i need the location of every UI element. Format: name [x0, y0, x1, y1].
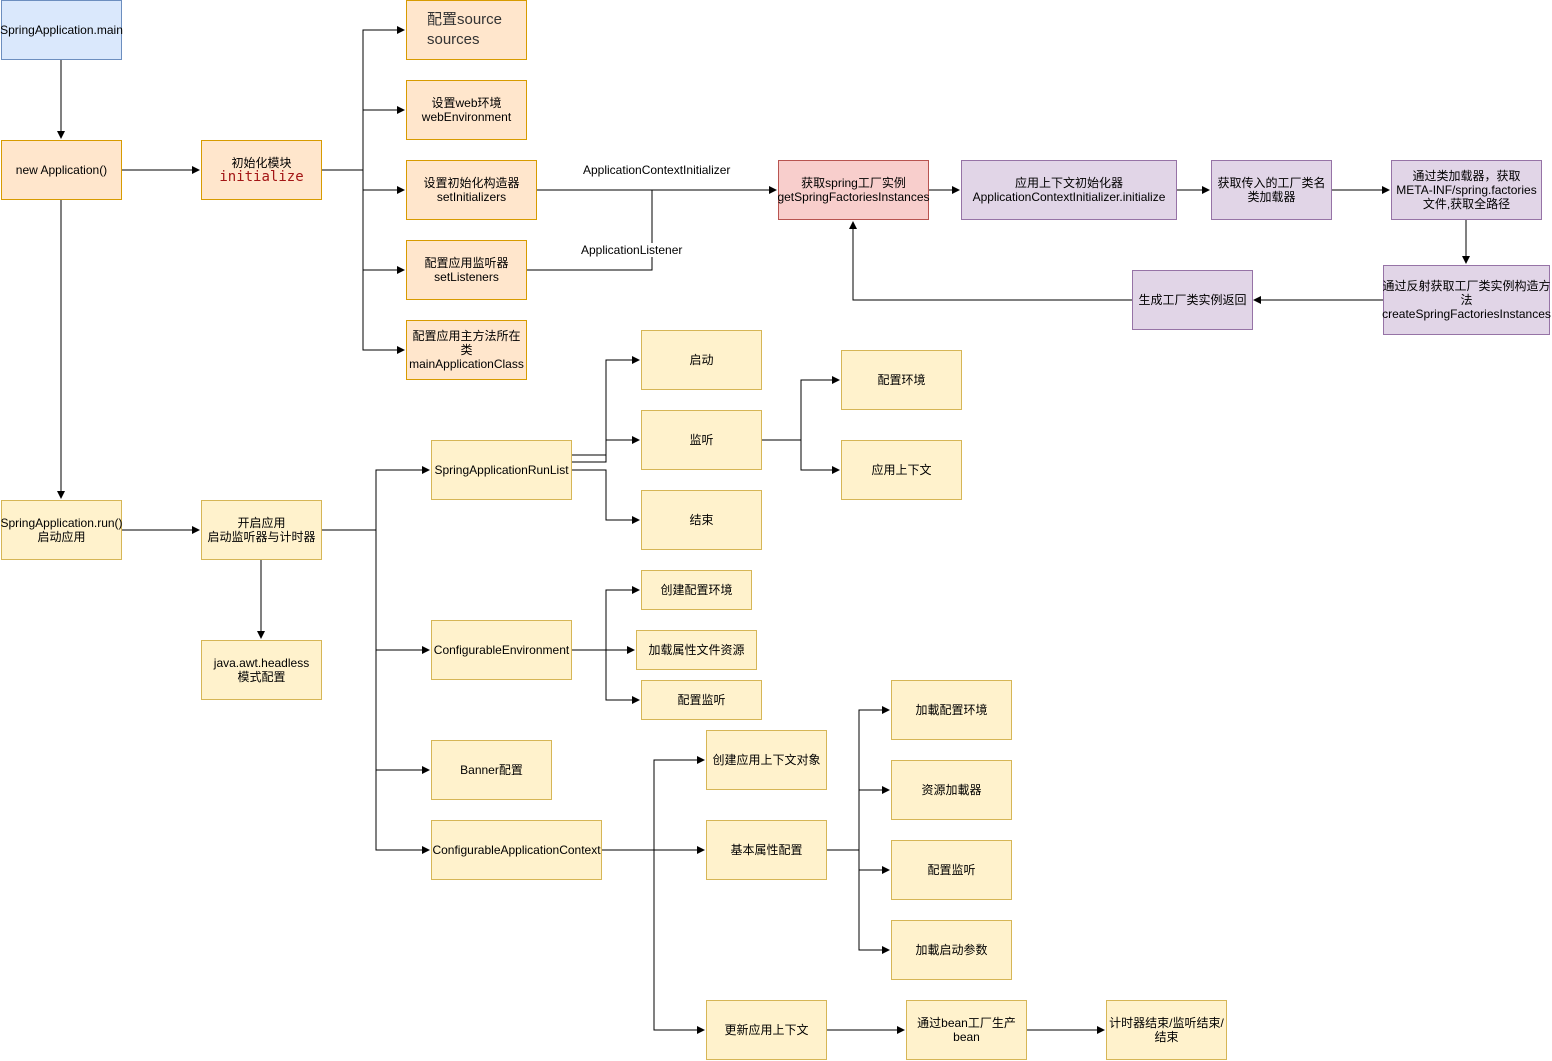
node-context-initializer-initialize[interactable]: 应用上下文初始化器 ApplicationContextInitializer.…	[961, 160, 1177, 220]
edge-basic-props-to-listen	[858, 850, 890, 874]
edge-start-app-branch	[321, 466, 430, 531]
edge-initialize-branch	[321, 26, 405, 171]
node-listen[interactable]: 监听	[641, 410, 762, 470]
edge-listen-branch	[761, 376, 840, 441]
node-configurable-environment[interactable]: ConfigurableEnvironment	[431, 620, 572, 680]
node-configurable-application-context[interactable]: ConfigurableApplicationContext	[431, 820, 602, 880]
edge-runlist-to-finish	[571, 469, 640, 524]
node-create-config-env[interactable]: 创建配置环境	[641, 570, 752, 610]
edge-ctx-to-create-ctx	[653, 756, 705, 850]
node-main-application-class[interactable]: 配置应用主方法所在 类 mainApplicationClass	[406, 320, 527, 380]
node-set-listeners[interactable]: 配置应用监听器 setListeners	[406, 240, 527, 300]
node-resource-loader[interactable]: 资源加載器	[891, 760, 1012, 820]
node-create-context-object[interactable]: 创建应用上下文对象	[706, 730, 827, 790]
node-refresh-context[interactable]: 更新应用上下文	[706, 1000, 827, 1060]
initialize-title: 初始化模块	[231, 156, 292, 170]
edge-label-listener: ApplicationListener	[581, 243, 683, 257]
node-bean-factory[interactable]: 通过bean工厂生产 bean	[906, 1000, 1027, 1060]
initialize-code: initialize	[219, 169, 304, 185]
edge-label-context-initializer: ApplicationContextInitializer	[583, 163, 731, 177]
node-new-application[interactable]: new Application()	[1, 140, 122, 200]
node-meta-inf-spring-factories[interactable]: 通过类加载器，获取 META-INF/spring.factories 文件,获…	[1391, 160, 1542, 220]
node-spring-application-run[interactable]: SpringApplication.run() 启动应用	[0, 500, 123, 560]
node-config-listen-ctx[interactable]: 配置监听	[891, 840, 1012, 900]
node-set-initializers[interactable]: 设置初始化构造器 setInitializers	[406, 160, 537, 220]
edge-start-app-to-ctx	[375, 770, 430, 854]
node-start-app-listeners-timer[interactable]: 开启应用 启动监听器与计时器	[201, 500, 322, 560]
node-config-listen-env[interactable]: 配置监听	[641, 680, 762, 720]
edge-env-to-config-listen	[605, 650, 640, 704]
node-load-properties[interactable]: 加载属性文件资源	[636, 630, 757, 670]
edge-return-to-factory	[849, 221, 1132, 301]
node-get-spring-factories-instances[interactable]: 获取spring工厂实例 getSpringFactoriesInstances	[777, 160, 930, 220]
node-basic-properties[interactable]: 基本属性配置	[706, 820, 827, 880]
node-factory-names-classloader[interactable]: 获取传入的工厂类名 类加载器	[1211, 160, 1332, 220]
node-headless-config[interactable]: java.awt.headless 模式配置	[201, 640, 322, 700]
edge-listeners-to-factory	[526, 190, 653, 271]
node-create-spring-factories-instances[interactable]: 通过反射获取工厂类实例构造方 法 createSpringFactoriesIn…	[1382, 265, 1551, 335]
node-timer-listener-end[interactable]: 计时器结束/监听结束/ 结束	[1106, 1000, 1227, 1060]
edge-env-to-create-env	[571, 586, 640, 651]
edge-ctx-to-refresh	[653, 850, 705, 1034]
node-config-sources[interactable]: 配置source sources	[406, 0, 527, 60]
node-application-context[interactable]: 应用上下文	[841, 440, 962, 500]
edge-basic-props-branch	[826, 706, 890, 851]
edge-runlist-to-start	[571, 356, 640, 456]
edge-initialize-to-main-class	[362, 170, 405, 354]
edge-basic-props-to-args	[858, 870, 890, 954]
node-spring-application-main[interactable]: SpringApplication.main	[0, 0, 123, 60]
node-web-environment[interactable]: 设置web环境 webEnvironment	[406, 80, 527, 140]
edge-start-app-to-banner	[375, 650, 430, 774]
node-start[interactable]: 启动	[641, 330, 762, 390]
edge-runlist-to-listen	[571, 436, 640, 463]
node-load-startup-args[interactable]: 加載启动参数	[891, 920, 1012, 980]
node-finish[interactable]: 结束	[641, 490, 762, 550]
node-config-environment[interactable]: 配置环境	[841, 350, 962, 410]
edge-listen-to-app-ctx	[800, 440, 840, 474]
node-banner-config[interactable]: Banner配置	[431, 740, 552, 800]
node-spring-application-run-listeners[interactable]: SpringApplicationRunList	[431, 440, 572, 500]
edge-start-app-to-env	[375, 530, 430, 654]
node-generate-return[interactable]: 生成工厂类实例返回	[1132, 270, 1253, 330]
node-load-config-env[interactable]: 加載配置环境	[891, 680, 1012, 740]
node-initialize-module[interactable]: 初始化模块 initialize	[201, 140, 322, 200]
